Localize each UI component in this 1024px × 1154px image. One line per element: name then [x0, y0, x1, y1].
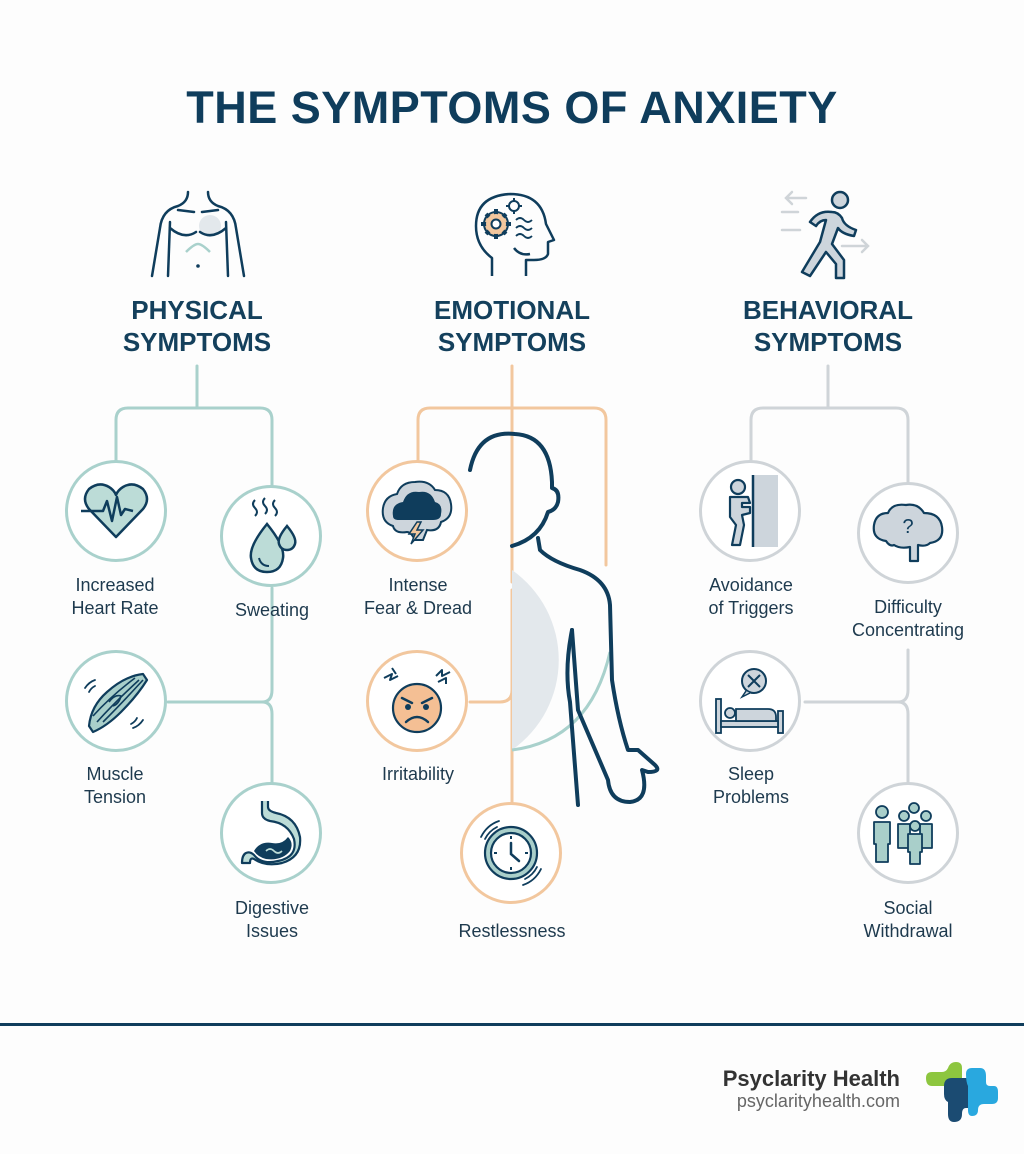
hiding-person-icon: [728, 475, 778, 547]
label-social-withdrawal: Social Withdrawal: [863, 898, 953, 941]
symptom-avoidance-of-triggers: [699, 460, 801, 562]
symptom-sleep-problems: [699, 650, 801, 752]
symptom-digestive-issues: [220, 782, 322, 884]
brand-name: Psyclarity Health: [722, 1066, 900, 1091]
muscle-icon: [84, 672, 149, 734]
label-intense-fear-dread: Intense Fear & Dread: [363, 575, 473, 618]
clock-icon: [480, 820, 542, 886]
page-title: THE SYMPTOMS OF ANXIETY: [186, 82, 838, 133]
symptom-difficulty-concentrating: ?: [857, 482, 959, 584]
label-avoidance-of-triggers: Avoidance of Triggers: [708, 575, 794, 618]
label-increased-heart-rate: Increased Heart Rate: [71, 575, 159, 618]
people-group-icon: [873, 802, 933, 865]
label-difficulty-concentrating: Difficulty Concentrating: [851, 597, 965, 640]
symptom-increased-heart-rate: [65, 460, 167, 562]
symptom-irritability: [366, 650, 468, 752]
label-digestive-issues: Digestive Issues: [234, 898, 310, 941]
label-sweating: Sweating: [234, 600, 310, 620]
human-silhouette-icon: [468, 431, 660, 807]
running-person-icon: [780, 190, 870, 280]
symptom-intense-fear-dread: [366, 460, 468, 562]
torso-icon: [150, 190, 246, 278]
category-title-behavioral: BEHAVIORAL SYMPTOMS: [743, 295, 913, 357]
sweat-drops-icon: [249, 497, 297, 574]
bed-icon: [715, 668, 784, 734]
stomach-icon: [240, 801, 302, 866]
storm-cloud-brain-icon: [381, 480, 453, 545]
category-title-emotional: EMOTIONAL SYMPTOMS: [434, 295, 590, 357]
angry-face-icon: [383, 667, 451, 734]
label-sleep-problems: Sleep Problems: [712, 764, 790, 807]
symptom-restlessness: [460, 802, 562, 904]
category-title-physical: PHYSICAL SYMPTOMS: [122, 295, 272, 357]
label-restlessness: Restlessness: [458, 921, 566, 941]
symptom-sweating: [220, 485, 322, 587]
symptom-social-withdrawal: [857, 782, 959, 884]
footer-divider: [0, 1023, 1024, 1026]
heartbeat-icon: [81, 483, 149, 539]
symptom-muscle-tension: [65, 650, 167, 752]
brand-url[interactable]: psyclarityhealth.com: [736, 1091, 900, 1111]
brand-logo-icon: [926, 1062, 998, 1122]
brain-question-icon: ?: [872, 503, 944, 563]
svg-text:?: ?: [902, 516, 913, 538]
head-gears-icon: [474, 192, 556, 276]
label-muscle-tension: Muscle Tension: [83, 764, 147, 807]
label-irritability: Irritability: [381, 764, 454, 784]
